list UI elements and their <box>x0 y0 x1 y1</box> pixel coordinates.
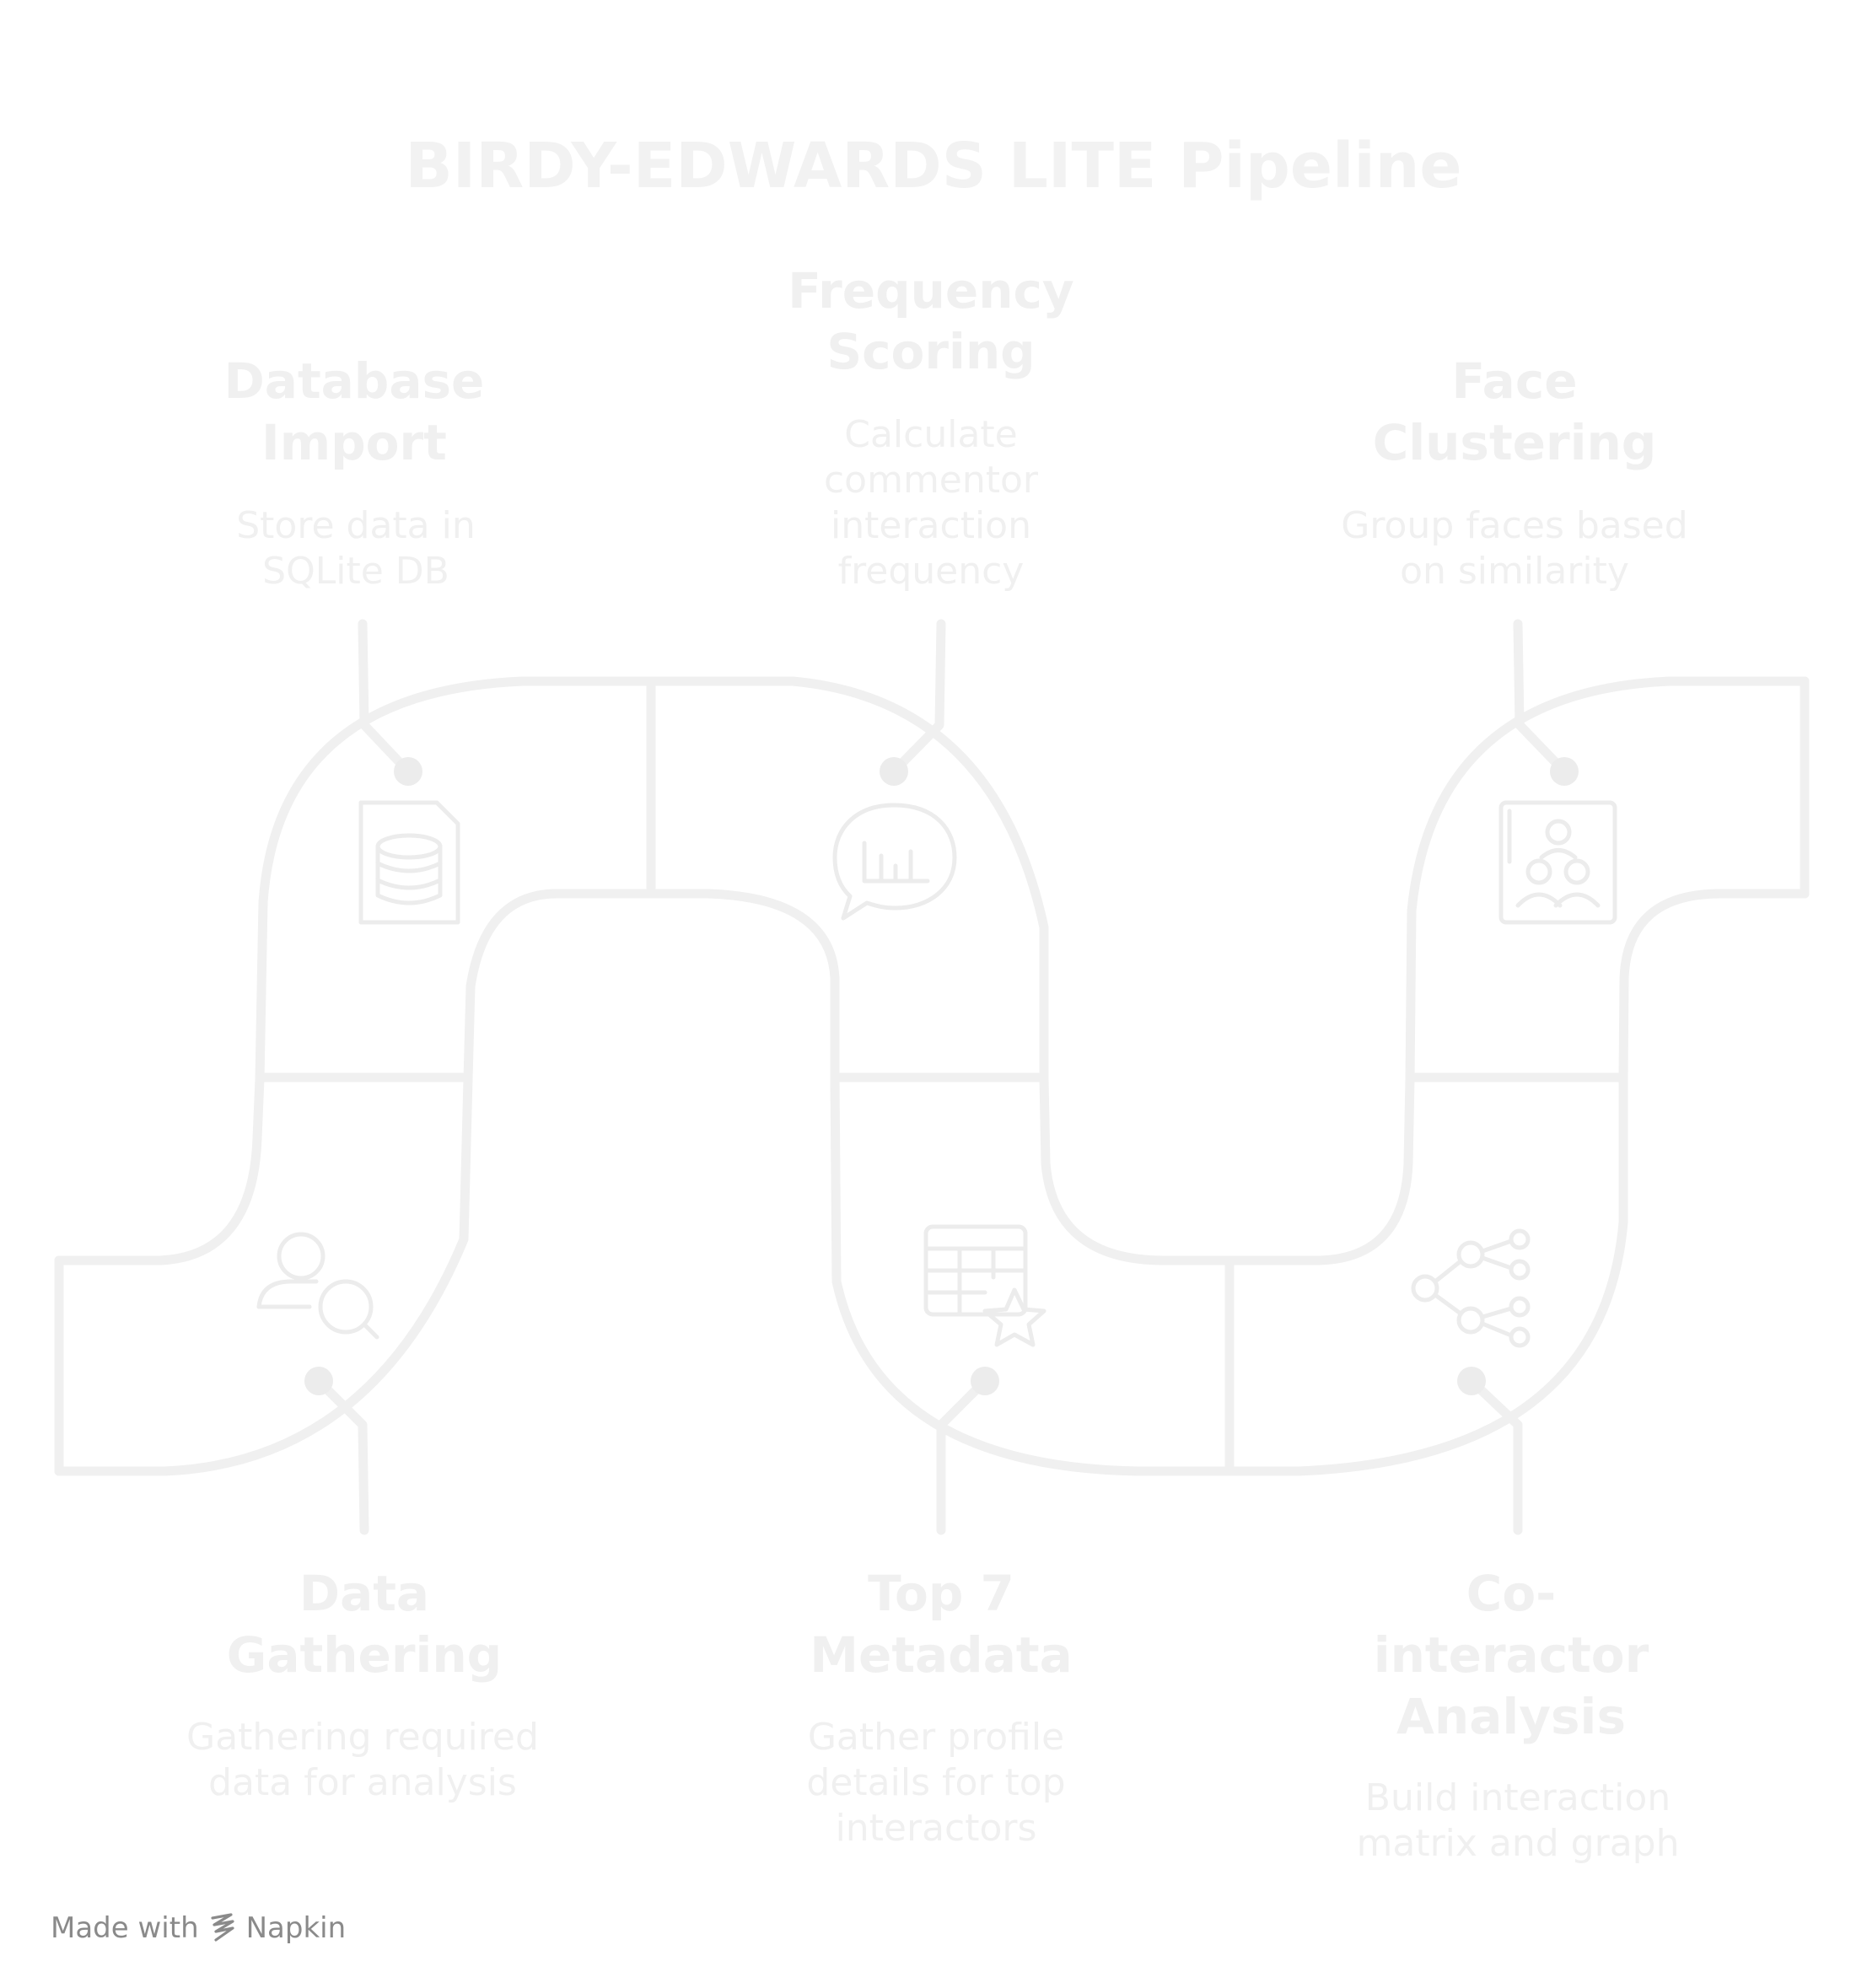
chart-bubble-icon <box>832 803 957 921</box>
people-group-icon <box>1498 800 1617 925</box>
step-description: interactors <box>836 1807 1037 1850</box>
step-description: SQLite DB <box>262 550 449 593</box>
step-description: Calculate <box>844 413 1018 456</box>
step-co-interactor-analysis: Co- interactor Analysis Build interactio… <box>1357 1565 1680 1865</box>
step-top-7-metadata: Top 7 Metadata Gather profile details fo… <box>806 1565 1072 1850</box>
database-icon <box>358 800 460 925</box>
step-title: Database <box>224 352 485 410</box>
step-description: Build interaction <box>1365 1776 1671 1819</box>
step-title: Scoring <box>826 323 1035 380</box>
step-description: matrix and graph <box>1357 1822 1680 1865</box>
step-title: Clustering <box>1373 414 1657 471</box>
step-description: details for top <box>806 1761 1065 1804</box>
step-description: data for analysis <box>208 1761 517 1804</box>
napkin-brand-label: Napkin <box>245 1911 347 1945</box>
made-with-label: Made with <box>51 1911 199 1945</box>
made-with-napkin-badge[interactable]: Made with Napkin <box>51 1907 346 1949</box>
user-search-icon <box>256 1232 379 1340</box>
step-description: Store data in <box>236 504 476 547</box>
step-description: Group faces based <box>1341 504 1687 547</box>
table-star-icon <box>923 1224 1046 1347</box>
pipe <box>54 676 1810 1476</box>
step-description: interaction <box>831 504 1031 547</box>
step-title: Analysis <box>1396 1688 1626 1745</box>
step-face-clustering: Face Clustering Group faces based on sim… <box>1341 352 1687 593</box>
step-title: interactor <box>1374 1626 1649 1684</box>
step-description: frequency <box>838 550 1025 593</box>
step-description: commentor <box>824 459 1039 502</box>
step-title: Frequency <box>788 262 1073 320</box>
step-description: Gathering required <box>186 1716 539 1759</box>
diagram-title: BIRDY-EDWARDS LITE Pipeline <box>405 130 1461 202</box>
step-frequency-scoring: Frequency Scoring Calculate commentor in… <box>788 262 1073 593</box>
step-description: Gather profile <box>808 1716 1064 1759</box>
step-title: Top 7 <box>868 1565 1014 1622</box>
step-title: Metadata <box>810 1626 1072 1684</box>
napkin-logo-icon <box>211 1913 234 1942</box>
connectors <box>304 619 1579 1535</box>
step-database-import: Database Import Store data in SQLite DB <box>224 352 485 593</box>
step-description: on similarity <box>1400 550 1629 593</box>
step-title: Face <box>1451 352 1577 410</box>
step-title: Co- <box>1466 1565 1556 1622</box>
step-title: Gathering <box>227 1626 502 1684</box>
step-data-gathering: Data Gathering Gathering required data f… <box>186 1565 539 1804</box>
step-title: Import <box>261 414 447 471</box>
network-icon <box>1411 1228 1531 1348</box>
step-title: Data <box>299 1565 429 1622</box>
